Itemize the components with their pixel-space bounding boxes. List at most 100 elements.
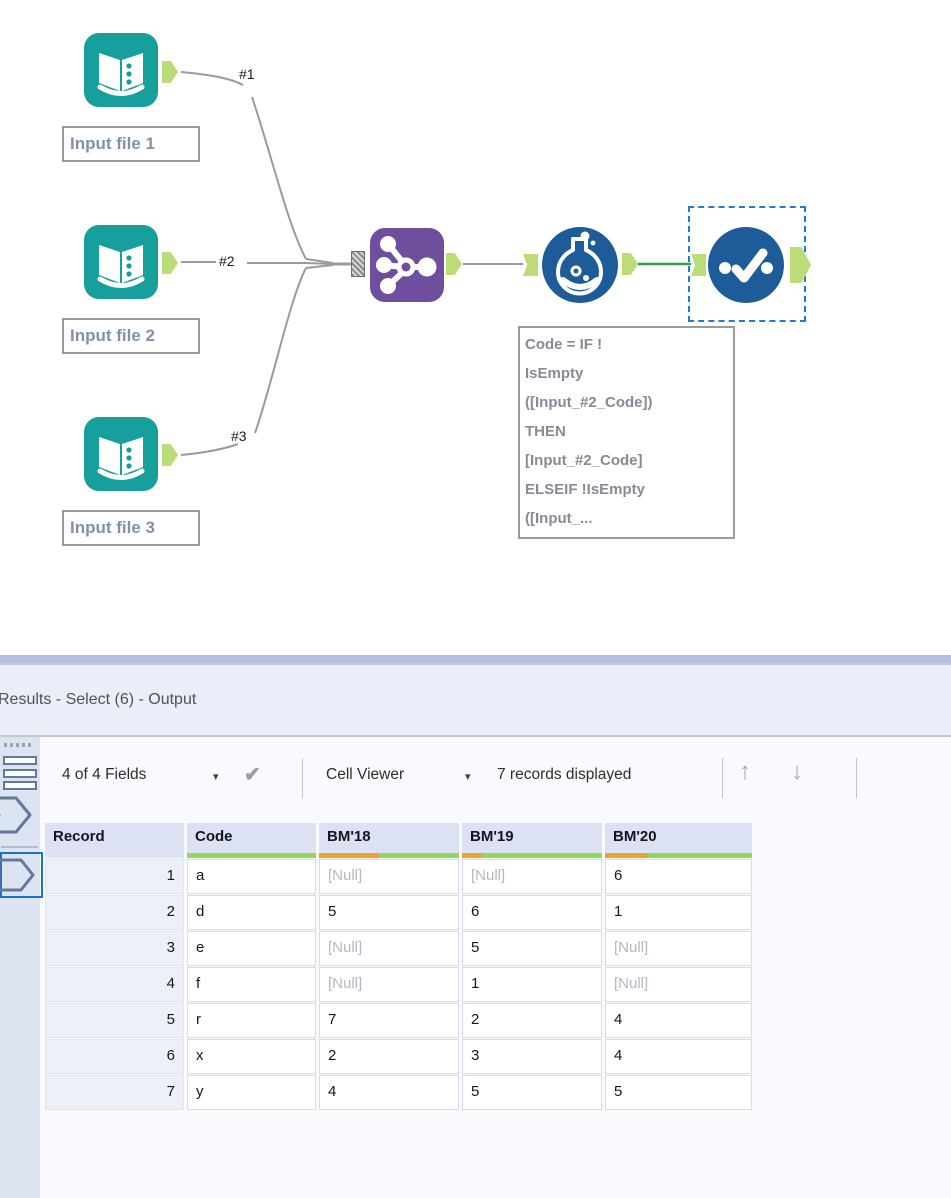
data-quality-bar	[187, 853, 316, 858]
input-port-icon[interactable]	[0, 795, 34, 840]
chevron-down-icon[interactable]: ▾	[465, 771, 471, 783]
input-file-tool-2[interactable]	[84, 225, 158, 304]
data-quality-bar	[462, 853, 602, 858]
divider	[0, 663, 951, 665]
data-cell[interactable]: 2	[319, 1039, 459, 1074]
record-number-cell[interactable]: 3	[45, 931, 184, 966]
formula-icon	[542, 227, 618, 303]
input-anchor-icon[interactable]	[691, 254, 706, 276]
data-cell[interactable]: 5	[605, 1075, 752, 1110]
divider	[722, 758, 723, 798]
divider	[1, 846, 38, 848]
input-file-tool-1[interactable]	[84, 33, 158, 112]
data-cell[interactable]: [Null]	[605, 967, 752, 1002]
column-header[interactable]: BM'18	[319, 823, 459, 858]
input-anchor-icon[interactable]	[523, 254, 538, 276]
divider	[302, 758, 303, 798]
record-number-cell[interactable]: 7	[45, 1075, 184, 1110]
data-cell[interactable]: 4	[605, 1003, 752, 1038]
connection-label-1[interactable]: #1	[239, 66, 255, 82]
scroll-down-icon[interactable]: ↓	[791, 758, 803, 785]
output-anchor-icon[interactable]	[162, 252, 178, 274]
output-anchor-icon[interactable]	[162, 61, 178, 83]
scroll-up-icon[interactable]: ↑	[739, 758, 751, 785]
fields-dropdown[interactable]: 4 of 4 Fields	[62, 766, 147, 783]
output-anchor-icon[interactable]	[622, 253, 638, 275]
profile-list-icon[interactable]	[3, 756, 37, 790]
column-header[interactable]: BM'19	[462, 823, 602, 858]
input-file-icon	[84, 417, 158, 491]
data-cell[interactable]: a	[187, 859, 316, 894]
connection-label-2[interactable]: #2	[219, 253, 235, 269]
union-tool[interactable]	[370, 228, 444, 307]
data-cell[interactable]: 5	[462, 931, 602, 966]
column-header[interactable]: Code	[187, 823, 316, 858]
data-cell[interactable]: f	[187, 967, 316, 1002]
panel-splitter-bar[interactable]	[0, 655, 951, 663]
data-cell[interactable]: 6	[462, 895, 602, 930]
tool-caption-input-1[interactable]: Input file 1	[62, 126, 200, 162]
input-file-tool-3[interactable]	[84, 417, 158, 496]
data-cell[interactable]: d	[187, 895, 316, 930]
data-quality-bar	[319, 853, 459, 858]
record-number-cell[interactable]: 6	[45, 1039, 184, 1074]
data-cell[interactable]: 4	[319, 1075, 459, 1110]
data-cell[interactable]: 4	[605, 1039, 752, 1074]
select-tool[interactable]	[706, 225, 786, 310]
divider	[856, 758, 857, 798]
record-number-cell[interactable]: 2	[45, 895, 184, 930]
data-cell[interactable]: 6	[605, 859, 752, 894]
apply-checkmark-icon[interactable]: ✔	[244, 764, 261, 786]
results-header: Results - Select (6) - Output	[0, 665, 951, 735]
results-sidebar	[0, 737, 43, 1198]
output-port-button-selected[interactable]	[0, 852, 43, 898]
cell-viewer-dropdown[interactable]: Cell Viewer	[326, 766, 405, 783]
column-header[interactable]: Record	[45, 823, 184, 858]
tool-caption-input-2[interactable]: Input file 2	[62, 318, 200, 354]
connection-label-3[interactable]: #3	[231, 428, 247, 444]
data-cell[interactable]: e	[187, 931, 316, 966]
data-cell[interactable]: 1	[605, 895, 752, 930]
data-quality-bar	[605, 853, 752, 858]
formula-tool[interactable]	[540, 225, 620, 310]
output-anchor-icon[interactable]	[162, 444, 178, 466]
record-number-cell[interactable]: 5	[45, 1003, 184, 1038]
results-title: Results - Select (6) - Output	[0, 691, 197, 708]
data-cell[interactable]: [Null]	[605, 931, 752, 966]
input-file-icon	[84, 33, 158, 107]
data-cell[interactable]: 2	[462, 1003, 602, 1038]
data-cell[interactable]: 5	[462, 1075, 602, 1110]
divider	[0, 735, 951, 737]
record-number-cell[interactable]: 1	[45, 859, 184, 894]
output-anchor-icon[interactable]	[790, 247, 811, 283]
chevron-down-icon[interactable]: ▾	[213, 771, 219, 783]
data-cell[interactable]: x	[187, 1039, 316, 1074]
data-cell[interactable]: [Null]	[319, 967, 459, 1002]
drag-handle-icon[interactable]	[4, 743, 32, 747]
data-cell[interactable]: y	[187, 1075, 316, 1110]
tool-caption-input-3[interactable]: Input file 3	[62, 510, 200, 546]
output-anchor-icon[interactable]	[446, 253, 462, 275]
data-cell[interactable]: [Null]	[319, 931, 459, 966]
workflow-canvas[interactable]: Input file 1 Input file 2 Input file 3 #…	[0, 0, 951, 655]
data-cell[interactable]: 7	[319, 1003, 459, 1038]
data-cell[interactable]: 3	[462, 1039, 602, 1074]
data-cell[interactable]: 5	[319, 895, 459, 930]
column-header[interactable]: BM'20	[605, 823, 752, 858]
data-cell[interactable]: 1	[462, 967, 602, 1002]
multi-input-anchor-icon[interactable]	[351, 251, 365, 277]
data-cell[interactable]: r	[187, 1003, 316, 1038]
record-number-cell[interactable]: 4	[45, 967, 184, 1002]
data-cell[interactable]: [Null]	[462, 859, 602, 894]
data-cell[interactable]: [Null]	[319, 859, 459, 894]
formula-annotation[interactable]: Code = IF ! IsEmpty ([Input_#2_Code]) TH…	[518, 326, 735, 539]
